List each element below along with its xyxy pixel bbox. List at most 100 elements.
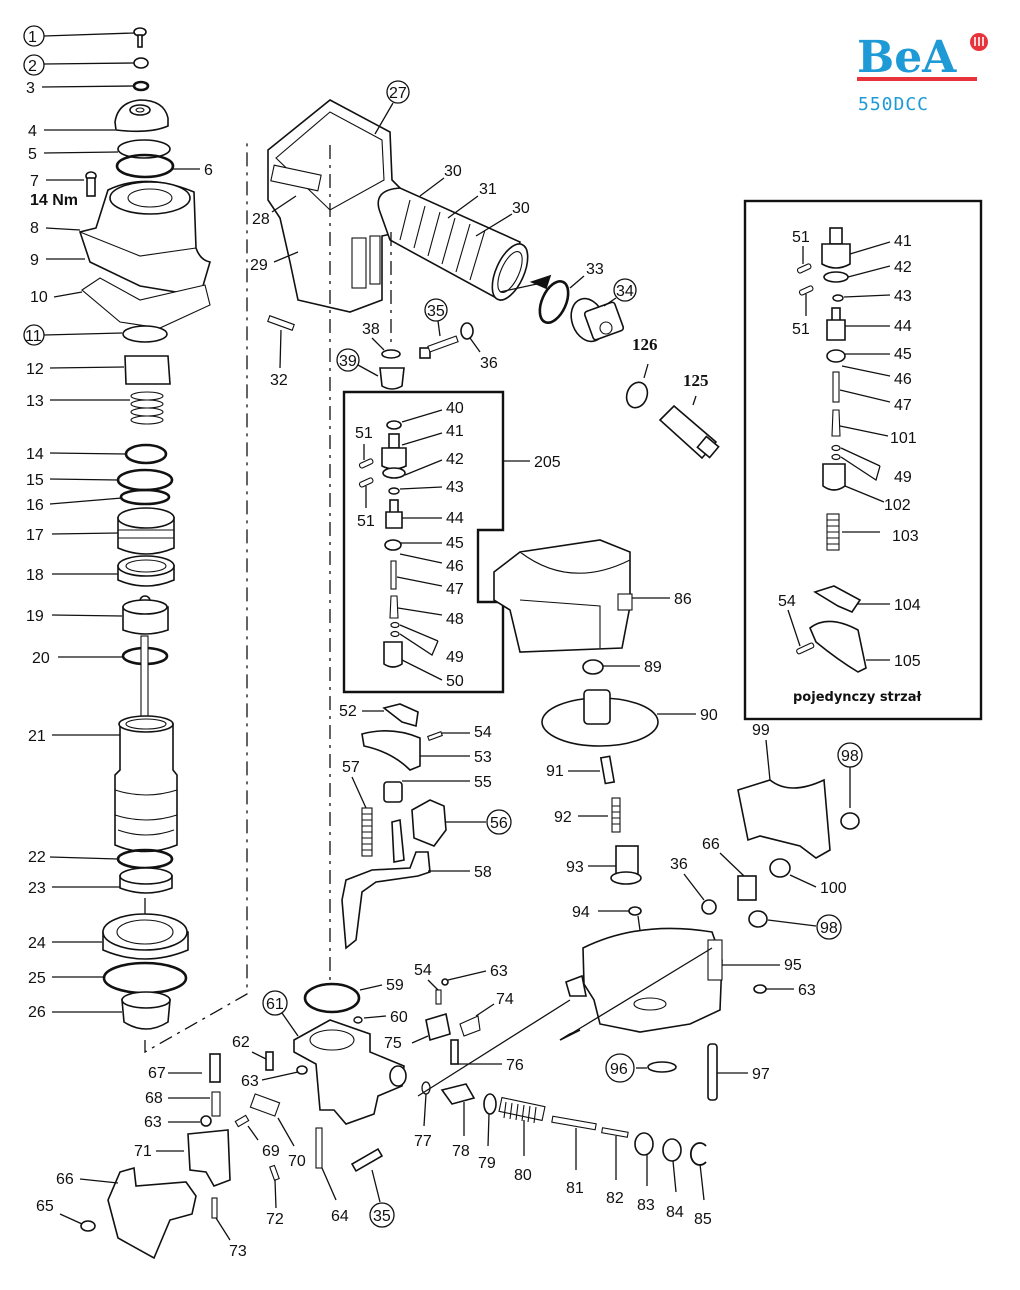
callout-83: 83 xyxy=(637,1197,655,1214)
part-85-circlip xyxy=(689,1142,707,1166)
part-79-oring xyxy=(483,1093,497,1115)
callout-70: 70 xyxy=(288,1153,306,1170)
part-53-trigger xyxy=(361,730,421,771)
callout-7: 7 xyxy=(30,173,39,190)
part-78-valve-cap xyxy=(440,1083,476,1105)
callout-104: 104 xyxy=(894,597,921,614)
callout-circle xyxy=(386,80,410,104)
callout-circle xyxy=(486,809,512,835)
part-17-valve-body xyxy=(117,507,175,555)
callout-105: 105 xyxy=(894,653,921,670)
callout-91: 91 xyxy=(546,763,564,780)
callout-5: 5 xyxy=(28,146,37,163)
callout-38: 38 xyxy=(362,321,380,338)
part-58-safety-lever xyxy=(341,851,431,950)
callout-47: 47 xyxy=(446,581,464,598)
callout-57: 57 xyxy=(342,759,360,776)
callout-circle xyxy=(369,1202,395,1228)
callout-circle xyxy=(613,278,637,302)
callout-22: 22 xyxy=(28,849,46,866)
part-95-nose-plate xyxy=(565,927,723,1033)
part-76-pin xyxy=(450,1039,459,1065)
handle-grip xyxy=(377,187,529,302)
callout-93: 93 xyxy=(566,859,584,876)
callout-63-a: 63 xyxy=(241,1073,259,1090)
part-100-nut xyxy=(769,858,791,878)
callout-51-alt-a: 51 xyxy=(792,229,810,246)
part-34-fitting xyxy=(570,297,625,343)
callout-39: 39 xyxy=(339,353,357,370)
callout-54-b: 54 xyxy=(414,962,432,979)
direction-arrow-icon xyxy=(529,274,552,290)
callout-78: 78 xyxy=(452,1143,470,1160)
part-41-valve-stem-alt xyxy=(821,227,851,269)
callout-30-b: 30 xyxy=(512,200,530,217)
part-93-driver-guide xyxy=(610,845,642,885)
part-66-clip xyxy=(737,875,757,901)
part-72-pin xyxy=(269,1164,280,1181)
callout-89: 89 xyxy=(644,659,662,676)
callout-35-b: 35 xyxy=(373,1208,391,1225)
callout-circle xyxy=(816,914,842,940)
callout-66-a: 66 xyxy=(702,836,720,853)
part-1-screw xyxy=(133,27,147,48)
part-61-nose-body xyxy=(293,1019,407,1125)
inset-single-shot: 41 42 43 51 51 44 45 46 47 101 49 xyxy=(743,199,983,721)
callout-99: 99 xyxy=(752,722,770,739)
part-90-plate xyxy=(541,689,659,747)
callout-102: 102 xyxy=(884,497,911,514)
callout-36-a: 36 xyxy=(480,355,498,372)
part-15-oring xyxy=(116,468,174,492)
callout-41: 41 xyxy=(446,423,464,440)
callout-24: 24 xyxy=(28,935,46,952)
part-13-spring xyxy=(130,391,164,425)
part-18-bushing xyxy=(117,555,175,587)
part-22-oring xyxy=(116,848,174,870)
part-83-washer xyxy=(634,1132,654,1156)
callout-18: 18 xyxy=(26,567,44,584)
callout-41-alt: 41 xyxy=(894,233,912,250)
part-23-ring xyxy=(119,867,173,894)
callout-52: 52 xyxy=(339,703,357,720)
model-name: 550DCC xyxy=(858,94,930,115)
callout-54-alt: 54 xyxy=(778,593,796,610)
part-89-button xyxy=(582,659,604,675)
part-97-pin xyxy=(707,1043,718,1101)
part-44-valve-piston-alt xyxy=(826,307,846,341)
part-82-pin xyxy=(601,1127,629,1138)
callout-45: 45 xyxy=(446,535,464,552)
callout-31: 31 xyxy=(479,181,497,198)
part-27-housing xyxy=(267,99,409,313)
part-57-spring xyxy=(361,807,373,857)
callout-94: 94 xyxy=(572,904,590,921)
part-11-seal xyxy=(122,325,168,343)
part-2 xyxy=(133,57,149,69)
callout-circle xyxy=(23,54,45,76)
callout-33: 33 xyxy=(586,261,604,278)
fitting-125-126-group: 126 125 xyxy=(625,335,720,460)
part-126-washer xyxy=(625,381,649,409)
callout-77: 77 xyxy=(414,1133,432,1150)
callout-86: 86 xyxy=(674,591,692,608)
callout-84: 84 xyxy=(666,1204,684,1221)
callout-9: 9 xyxy=(30,252,39,269)
callout-100: 100 xyxy=(820,880,847,897)
callout-98-b: 98 xyxy=(820,920,838,937)
part-44-valve-piston xyxy=(385,499,403,529)
part-33-oring xyxy=(538,280,570,324)
part-73-pin xyxy=(211,1197,218,1219)
part-14-washer xyxy=(124,443,168,465)
callout-48: 48 xyxy=(446,611,464,628)
part-102-valve-cap xyxy=(822,463,846,491)
part-5-valve-plate xyxy=(117,139,171,159)
part-56-guard xyxy=(411,799,447,847)
part-4-cap xyxy=(114,99,169,133)
callout-46: 46 xyxy=(446,558,464,575)
callout-27: 27 xyxy=(389,85,407,102)
callout-circle xyxy=(262,990,288,1016)
callout-14: 14 xyxy=(26,446,44,463)
part-55-block xyxy=(383,781,403,803)
part-103-spring xyxy=(826,513,840,551)
part-86-magazine xyxy=(493,539,633,653)
